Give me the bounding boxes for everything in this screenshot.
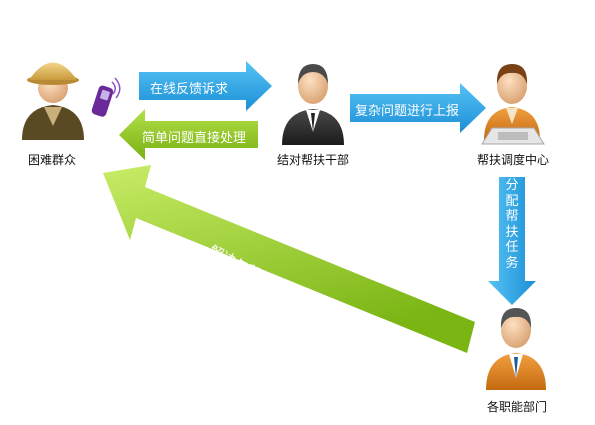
simple-handling-arrow bbox=[119, 109, 258, 160]
online-feedback-arrow bbox=[139, 61, 272, 111]
simple-handling-label: 简单问题直接处理 bbox=[142, 131, 247, 146]
online-feedback-label: 在线反馈诉求 bbox=[150, 82, 229, 97]
departments-avatar bbox=[486, 308, 546, 390]
cadre-label: 结对帮扶干部 bbox=[276, 153, 350, 167]
escalate-label: 复杂问题进行上报 bbox=[355, 104, 460, 119]
assign-tasks-label: 分配帮扶任务 bbox=[505, 178, 519, 271]
assign-tasks-arrow bbox=[488, 177, 536, 305]
solve-help-arrow bbox=[103, 165, 475, 353]
masses-avatar bbox=[22, 62, 84, 140]
mobile-phone-icon bbox=[91, 77, 121, 117]
escalate-arrow bbox=[350, 83, 486, 133]
center-avatar bbox=[481, 64, 545, 145]
cadre-avatar bbox=[282, 64, 344, 145]
departments-label: 各职能部门 bbox=[486, 400, 548, 414]
center-label: 帮扶调度中心 bbox=[476, 153, 550, 167]
masses-label: 困难群众 bbox=[27, 153, 77, 167]
